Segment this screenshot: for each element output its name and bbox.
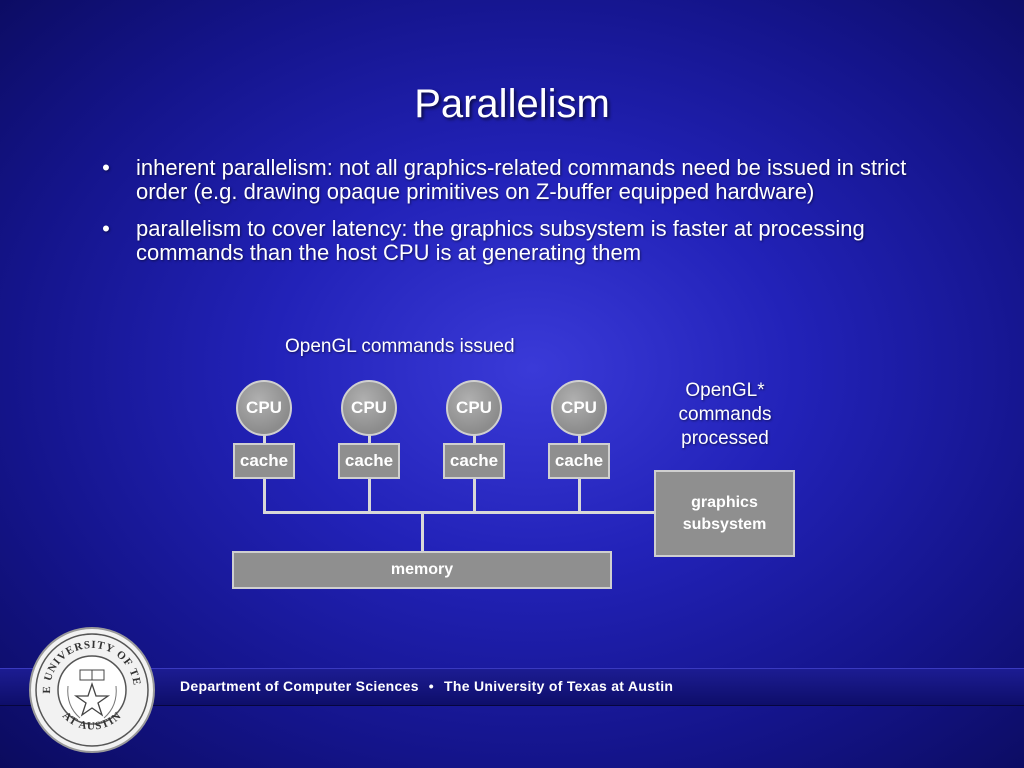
connector-cache-bus-4 (578, 478, 581, 514)
department-name: Department of Computer Sciences (180, 678, 419, 694)
connector-bus-memory (421, 511, 424, 552)
cache-node-3: cache (443, 443, 505, 479)
connector-cache-bus-1 (263, 478, 266, 514)
footer-band (0, 668, 1024, 706)
footer-separator: • (428, 678, 434, 694)
connector-cpu-cache-2 (368, 434, 371, 448)
footer-text: Department of Computer Sciences • The Univ… (180, 678, 673, 694)
cpu-node-2: CPU (341, 380, 397, 436)
system-bus (263, 511, 656, 514)
cache-node-4: cache (548, 443, 610, 479)
cache-node-2: cache (338, 443, 400, 479)
cpu-node-4: CPU (551, 380, 607, 436)
commands-processed-label: OpenGL* commands processed (678, 380, 772, 449)
connector-cpu-cache-3 (473, 434, 476, 448)
bullet-marker: • (102, 155, 110, 180)
commands-issued-label: OpenGL commands issued (285, 336, 515, 357)
bullet-item-cover-latency: • parallelism to cover latency: the grap… (96, 217, 916, 265)
memory-node: memory (232, 551, 612, 589)
cache-node-1: cache (233, 443, 295, 479)
connector-cache-bus-3 (473, 478, 476, 514)
bullet-marker: • (102, 216, 110, 241)
bullet-text: parallelism to cover latency: the graphi… (136, 216, 865, 265)
bullet-text: inherent parallelism: not all graphics-r… (136, 155, 907, 204)
connector-cpu-cache-1 (263, 434, 266, 448)
bullet-item-inherent-parallelism: • inherent parallelism: not all graphics… (96, 156, 916, 204)
graphics-subsystem-node: graphics subsystem (654, 470, 795, 557)
bullet-list: • inherent parallelism: not all graphics… (96, 156, 916, 278)
university-name: The University of Texas at Austin (444, 678, 674, 694)
cpu-node-1: CPU (236, 380, 292, 436)
connector-cache-bus-2 (368, 478, 371, 514)
slide-title: Parallelism (414, 82, 610, 126)
university-seal-logo: THE UNIVERSITY OF TEXAS AT AUSTIN (28, 626, 155, 753)
connector-cpu-cache-4 (578, 434, 581, 448)
cpu-node-3: CPU (446, 380, 502, 436)
